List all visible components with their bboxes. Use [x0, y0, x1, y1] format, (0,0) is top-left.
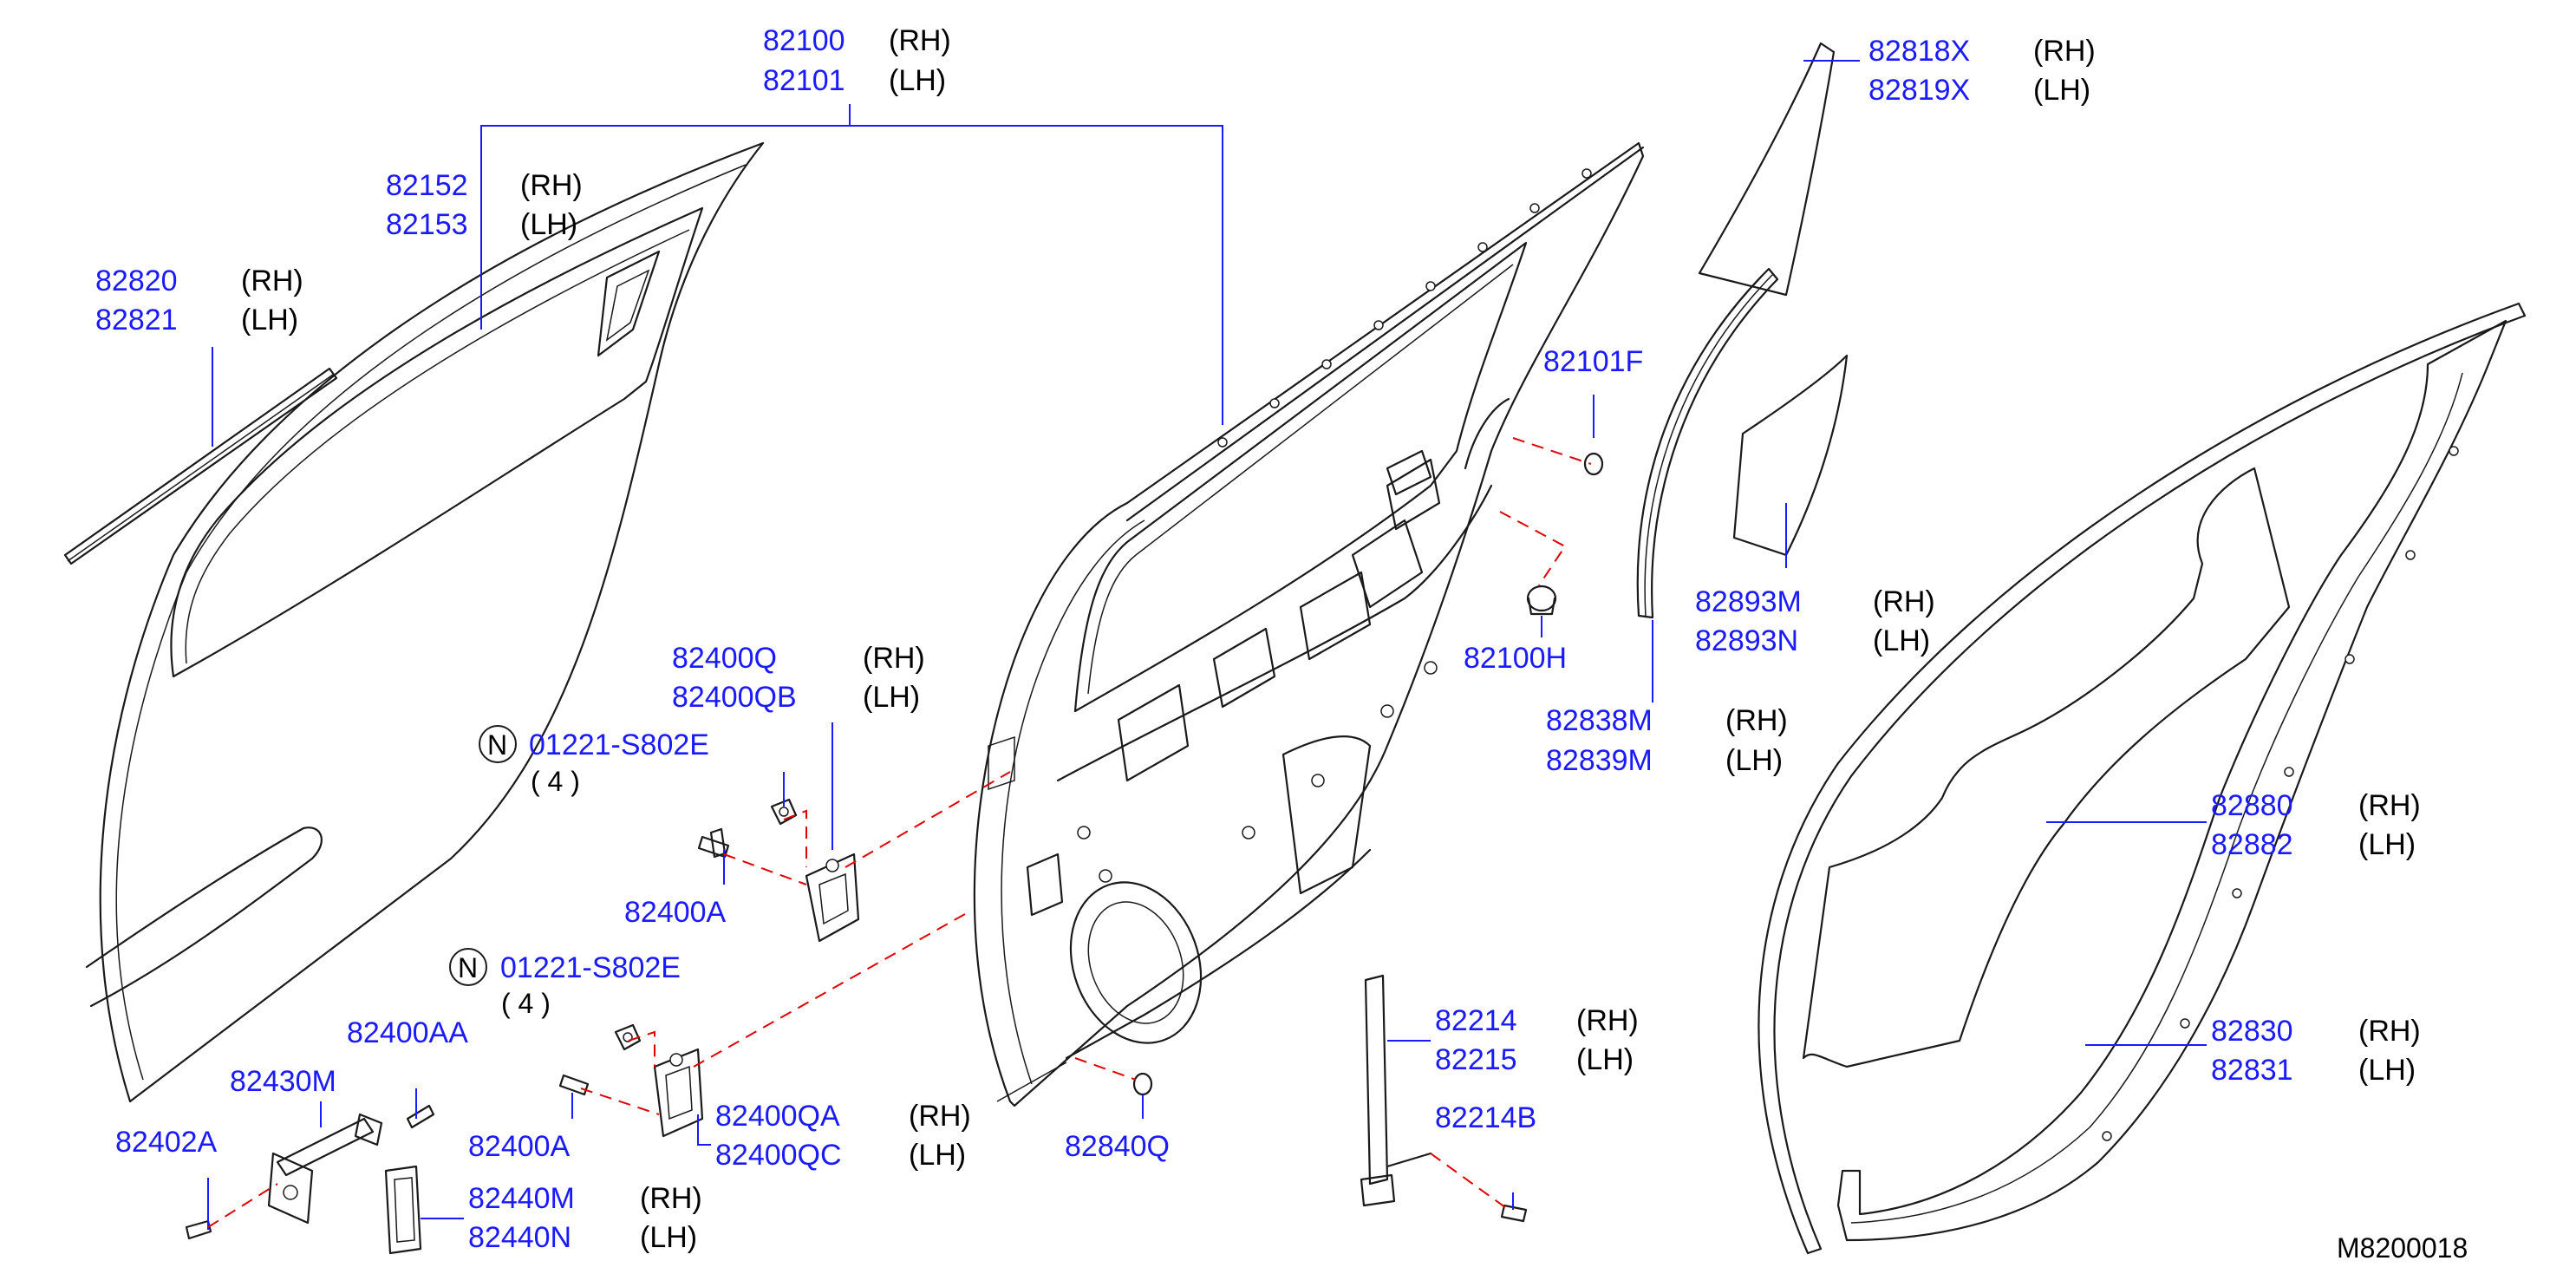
- side-rh-82818x: (RH): [2033, 35, 2096, 68]
- door-check-link: [267, 1113, 383, 1225]
- side-rh-82893m: (RH): [1873, 585, 1935, 618]
- callout-82100-group: 82100 (RH) 82101 (LH): [763, 24, 951, 97]
- quantity: ( 4 ): [501, 988, 551, 1019]
- part-number-82831: 82831: [2211, 1054, 2293, 1087]
- side-rh-82820: (RH): [241, 265, 303, 297]
- part-number-01221-s802e: 01221-S802E: [529, 728, 709, 761]
- side-rh-82152: (RH): [520, 169, 583, 202]
- door-weatherstrip: [1758, 302, 2527, 1255]
- part-number-82440n: 82440N: [468, 1221, 571, 1254]
- part-number-82215: 82215: [1435, 1043, 1517, 1076]
- side-rh-82830: (RH): [2358, 1015, 2421, 1048]
- side-lh-82215: (LH): [1576, 1043, 1634, 1076]
- door-shell: [973, 141, 1645, 1107]
- protective-film: [1732, 354, 1849, 557]
- part-number-82214b: 82214B: [1435, 1101, 1536, 1134]
- part-number-82880: 82880: [2211, 789, 2293, 822]
- part-number-82400a-lower: 82400A: [468, 1130, 571, 1163]
- side-rh-82400qa: (RH): [909, 1100, 971, 1133]
- sealing-screen: [1802, 467, 2291, 1068]
- part-number-82101: 82101: [763, 64, 845, 97]
- part-number-82101f: 82101F: [1543, 345, 1643, 378]
- part-number-82153: 82153: [386, 208, 468, 241]
- n-mark-circle: [449, 948, 487, 986]
- side-lh-82893n: (LH): [1873, 624, 1930, 657]
- part-number-82893m: 82893M: [1695, 585, 1802, 618]
- side-lh-82440n: (LH): [640, 1221, 697, 1254]
- part-number-82100: 82100: [763, 24, 845, 57]
- part-number-82830: 82830: [2211, 1015, 2293, 1048]
- n-mark: N: [458, 952, 478, 983]
- side-rh-82838m: (RH): [1725, 704, 1788, 737]
- side-rh-82440m: (RH): [640, 1182, 702, 1215]
- sash-trim: [1698, 42, 1836, 297]
- plug-82100h: [1526, 585, 1557, 616]
- part-number-82400q: 82400Q: [672, 642, 777, 675]
- diagram-reference-code: M8200018: [2337, 1232, 2468, 1264]
- side-lh-82821: (LH): [241, 304, 298, 336]
- leader-lines: [207, 60, 2207, 1230]
- part-number-82400qa: 82400QA: [715, 1100, 840, 1133]
- part-number-01221-s802e: 01221-S802E: [500, 951, 681, 984]
- part-number-82819x: 82819X: [1868, 74, 1970, 107]
- part-number-82214: 82214: [1435, 1004, 1517, 1037]
- sash-channel-bolt: [1500, 1204, 1528, 1223]
- side-lh-82819x: (LH): [2033, 74, 2090, 107]
- part-number-82820: 82820: [95, 265, 178, 297]
- part-number-82882: 82882: [2211, 828, 2293, 861]
- part-number-82400aa: 82400AA: [347, 1016, 468, 1049]
- side-lh-82882: (LH): [2358, 828, 2416, 861]
- glass-run-seal: [1636, 267, 1779, 619]
- side-rh-82100: (RH): [889, 24, 951, 57]
- part-number-82402a: 82402A: [115, 1126, 218, 1159]
- part-number-82430m: 82430M: [230, 1065, 336, 1098]
- side-lh-82831: (LH): [2358, 1054, 2416, 1087]
- lower-hinge: [653, 1048, 704, 1138]
- side-rh-82214: (RH): [1576, 1004, 1639, 1037]
- hinge-cover: [384, 1165, 422, 1255]
- lower-hinge-nut: [614, 1023, 642, 1051]
- check-link-bolt-aa: [406, 1104, 435, 1129]
- fastener-lines: [207, 437, 1592, 1228]
- n-mark: N: [487, 729, 507, 761]
- part-number-82893n: 82893N: [1695, 624, 1798, 657]
- sash-channel: [1360, 974, 1432, 1207]
- side-lh-82153: (LH): [520, 208, 577, 241]
- n-mark-circle: [479, 725, 517, 763]
- outside-molding: [63, 367, 338, 565]
- part-number-82821: 82821: [95, 304, 178, 336]
- plug-82101f: [1583, 452, 1604, 476]
- part-number-82100h: 82100H: [1464, 642, 1567, 675]
- n-bolt-callout-1: N 01221-S802E ( 4 ): [479, 725, 709, 797]
- side-lh-82839m: (LH): [1725, 744, 1783, 777]
- lower-hinge-bolt: [558, 1074, 590, 1096]
- side-rh-82880: (RH): [2358, 789, 2421, 822]
- part-number-82818x: 82818X: [1868, 35, 1970, 68]
- part-number-82400qb: 82400QB: [672, 681, 797, 714]
- part-number-82839m: 82839M: [1546, 744, 1653, 777]
- part-number-82838m: 82838M: [1546, 704, 1653, 737]
- n-bolt-callout-2: N 01221-S802E ( 4 ): [449, 948, 681, 1019]
- part-number-82152: 82152: [386, 169, 468, 202]
- quantity: ( 4 ): [531, 766, 580, 797]
- side-lh-82400qb: (LH): [863, 681, 920, 714]
- part-number-82400a: 82400A: [624, 896, 727, 929]
- side-rh-82400q: (RH): [863, 642, 925, 675]
- side-lh-82101: (LH): [889, 64, 946, 97]
- side-lh-82400qc: (LH): [909, 1139, 966, 1172]
- check-link-bolt: [185, 1219, 212, 1240]
- part-number-82400qc: 82400QC: [715, 1139, 842, 1172]
- upper-hinge: [805, 853, 860, 943]
- part-number-82440m: 82440M: [468, 1182, 575, 1215]
- outer-panel: [85, 141, 765, 1103]
- part-number-82840q: 82840Q: [1065, 1130, 1170, 1163]
- plug-82840q: [1132, 1072, 1153, 1096]
